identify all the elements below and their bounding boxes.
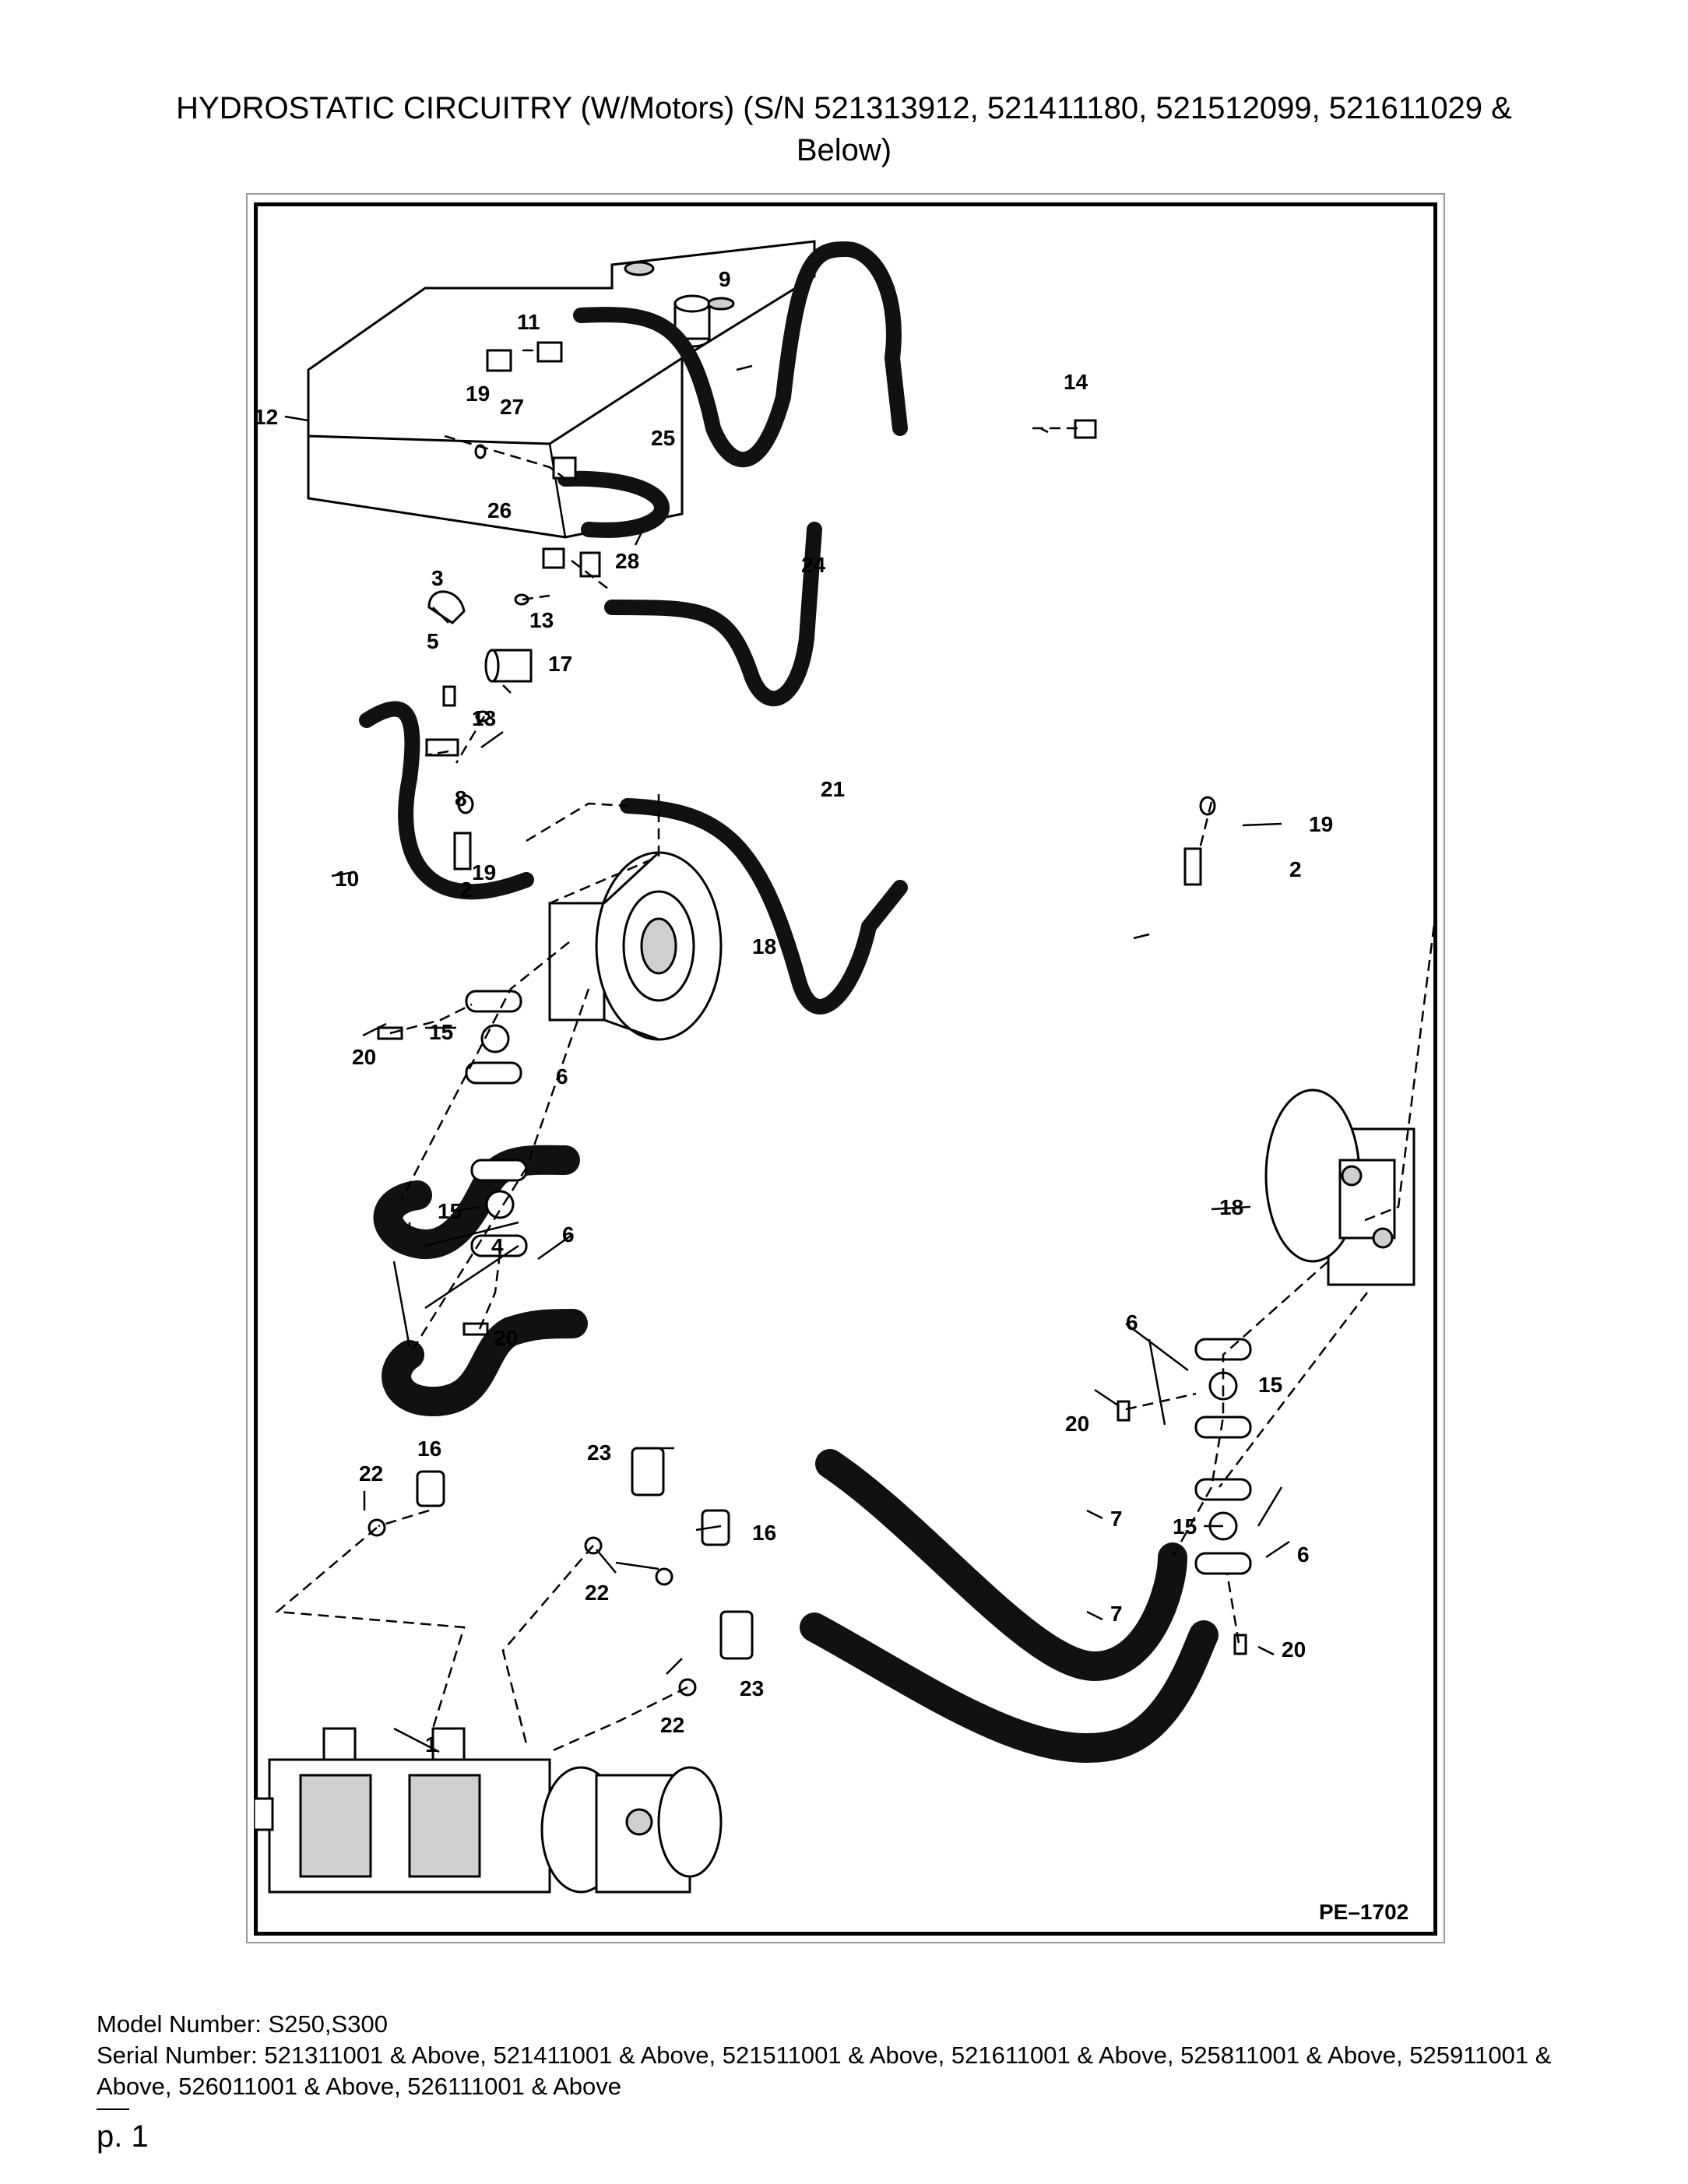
callout-24: 24: [801, 553, 826, 577]
callout-20c: 20: [1065, 1412, 1089, 1436]
callout-10: 10: [335, 867, 359, 891]
callout-9: 9: [719, 267, 731, 291]
adapters: [367, 1447, 754, 1697]
drive-motor-lower: [1264, 1088, 1415, 1286]
hose-4-lower: [382, 1309, 588, 1417]
callout-15b: 15: [438, 1199, 462, 1223]
flange-sets: [377, 990, 1252, 1655]
callout-14: 14: [1064, 370, 1088, 394]
callout-15d: 15: [1173, 1514, 1197, 1539]
callout-20b: 20: [494, 1326, 518, 1350]
callout-11: 11: [517, 310, 540, 334]
callout-8: 8: [455, 786, 467, 811]
callout-26: 26: [487, 498, 512, 522]
serial-number: Serial Number: 521311001 & Above, 521411…: [97, 2042, 1552, 2100]
callout-5: 5: [427, 629, 439, 653]
fittings: [425, 341, 1216, 886]
hose-21: [620, 798, 908, 1015]
reservoir-tank: [307, 240, 816, 539]
callout-6c: 6: [1126, 1310, 1138, 1335]
callout-16a: 16: [417, 1437, 441, 1461]
callouts: 1 2 2 3 4 5 6 6 6 6 7 7 8 9 10 11 12 13 …: [254, 267, 1333, 1757]
callout-2b: 2: [1289, 857, 1302, 881]
callout-22b: 22: [585, 1581, 609, 1605]
diagram-frame: [254, 202, 1437, 1936]
footer-rule: [97, 2108, 129, 2110]
callout-19c: 19: [1309, 812, 1333, 836]
callout-6b: 6: [562, 1222, 575, 1247]
callout-22a: 22: [359, 1461, 383, 1486]
page-number: p. 1: [97, 2119, 149, 2154]
hose-9: [573, 241, 908, 468]
hose-10: [359, 701, 534, 900]
callout-13a: 13: [529, 608, 554, 632]
callout-7a: 7: [1110, 1507, 1123, 1531]
callout-20a: 20: [352, 1045, 376, 1069]
diagram-id: PE–1702: [1319, 1900, 1408, 1924]
title-line-2: Below): [796, 133, 892, 167]
callout-22c: 22: [660, 1713, 684, 1737]
leader-lines: [284, 364, 1290, 1753]
hose-24: [604, 522, 822, 707]
routing-lines: [274, 349, 1437, 1753]
model-number: Model Number: S250,S300: [97, 2010, 388, 2038]
callout-18b: 18: [1219, 1195, 1243, 1219]
callout-13b: 13: [472, 706, 496, 730]
callout-23b: 23: [740, 1676, 764, 1700]
diagram-frame-outer: [246, 193, 1445, 1943]
callout-19b: 19: [472, 860, 496, 885]
callout-25: 25: [651, 426, 675, 450]
callout-21: 21: [821, 777, 845, 801]
hose-25: [557, 470, 670, 538]
title-line-1: HYDROSTATIC CIRCUITRY (W/Motors) (S/N 52…: [176, 91, 1512, 125]
drive-motor-upper: [548, 851, 723, 1041]
callout-15a: 15: [429, 1020, 453, 1044]
callout-28: 28: [615, 549, 639, 573]
callout-3: 3: [431, 566, 444, 590]
callout-23a: 23: [587, 1440, 611, 1465]
callout-15c: 15: [1258, 1373, 1282, 1397]
callout-18a: 18: [752, 934, 776, 958]
hydrostatic-pump: [254, 1727, 723, 1894]
parts-diagram: 1 2 2 3 4 5 6 6 6 6 7 7 8 9 10 11 12 13 …: [254, 240, 1437, 1924]
callout-20d: 20: [1282, 1637, 1306, 1662]
callout-1: 1: [425, 1732, 438, 1757]
callout-7b: 7: [1110, 1602, 1123, 1626]
callout-2a: 2: [460, 877, 473, 902]
page-title: HYDROSTATIC CIRCUITRY (W/Motors) (S/N 52…: [78, 87, 1610, 171]
callout-4: 4: [491, 1234, 504, 1258]
callout-6d: 6: [1297, 1542, 1310, 1567]
callout-6a: 6: [556, 1064, 568, 1088]
hose-7-lower: [800, 1613, 1219, 1763]
callout-16b: 16: [752, 1521, 776, 1545]
callout-17: 17: [548, 652, 572, 676]
callout-12: 12: [254, 405, 278, 429]
callout-19a: 19: [466, 382, 490, 406]
hose-7-upper: [815, 1449, 1187, 1682]
callout-27: 27: [500, 395, 524, 419]
